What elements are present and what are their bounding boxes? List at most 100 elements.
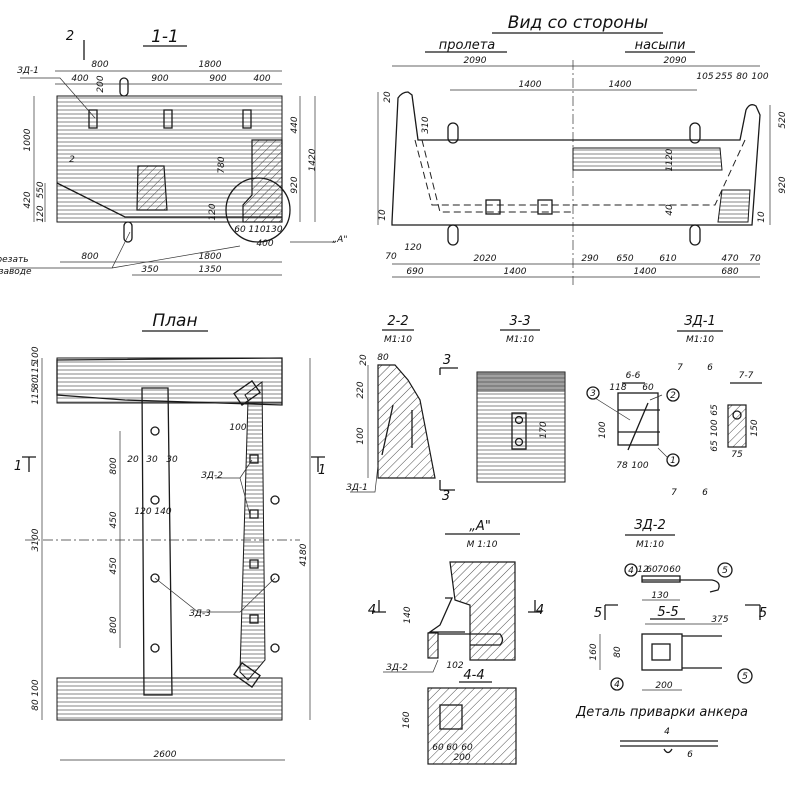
dimension-label: 800 xyxy=(81,252,98,262)
position-marker xyxy=(610,677,624,691)
dimension-label: 140 xyxy=(403,606,413,623)
dimension-label: 80 xyxy=(736,72,748,82)
dimension-label: 80 xyxy=(613,646,623,658)
dimension-label: 60 xyxy=(669,565,681,575)
dimension-label: 2020 xyxy=(474,254,497,264)
zd2-positions-1-label: 5 xyxy=(722,566,728,576)
embedded-part-zd3 xyxy=(150,495,160,505)
top-wall-outline xyxy=(56,357,283,406)
section-1-1-callout-label: ЗД-1 xyxy=(17,66,39,76)
dimension-label: 1420 xyxy=(308,148,318,171)
dimension-label: 70 xyxy=(385,252,397,262)
side-view-left-label-label: пролета xyxy=(439,38,496,53)
dimension-label: 40 xyxy=(665,204,675,216)
plan-cut-left-label: 1 xyxy=(14,459,22,474)
dimension-label: 30 xyxy=(166,455,178,465)
zd1-positions-2-label: 3 xyxy=(590,389,596,399)
dimension-label: 100 xyxy=(31,346,41,363)
lifting-loop xyxy=(119,77,129,97)
dimension-label: 150 xyxy=(750,419,760,436)
dimension-label: 130 xyxy=(265,225,282,235)
cut-marks-1 xyxy=(22,456,325,472)
section-1-1-note-line2-label: на заводе xyxy=(0,267,32,277)
detail-a-callout-label: ЗД-2 xyxy=(386,663,408,673)
hidden-lines-right xyxy=(573,139,746,206)
dimension-label: 310 xyxy=(421,116,431,133)
detail-a-cut-right-label: 4 xyxy=(536,603,544,618)
dimension-label: 520 xyxy=(778,111,788,128)
zd1-view-7-7-label: 7-7 xyxy=(739,371,754,381)
dimension-label: 60 xyxy=(432,743,444,753)
detail-a-profile xyxy=(427,597,465,633)
position-marker xyxy=(586,386,600,400)
embedded-part-zd3 xyxy=(270,573,280,583)
side-view-right-label-label: насыпи xyxy=(635,38,686,53)
embedded-part-zd3 xyxy=(150,573,160,583)
dimension-label: 70 xyxy=(657,565,669,575)
detail-a-scale-label: М 1:10 xyxy=(467,540,498,550)
top-wall xyxy=(56,357,283,404)
dimension-label: 1400 xyxy=(504,267,527,277)
dimension-label: 290 xyxy=(581,254,598,264)
dimension-label: 115 xyxy=(31,361,41,378)
plan-callout-zd3-label: ЗД-3 xyxy=(189,609,211,619)
embedded-part-zd3 xyxy=(150,426,160,436)
dimension-label: 60 xyxy=(234,225,246,235)
plate-6-6 xyxy=(617,392,659,446)
dimension-label: 350 xyxy=(141,265,158,275)
dimension-label: 450 xyxy=(109,557,119,574)
zd2-title-label: ЗД-2 xyxy=(634,518,665,533)
dimension-label: 1120 xyxy=(665,148,675,171)
beam-section xyxy=(136,165,168,211)
lifting-loop xyxy=(447,224,459,246)
zd2-cut-right-label: 5 xyxy=(759,606,767,621)
zd2-positions-3-label: 5 xyxy=(742,672,748,682)
dimension-label: 12 xyxy=(637,565,649,575)
cut-marks-5 xyxy=(604,604,761,620)
anchor-hook xyxy=(438,633,504,646)
lifting-loop xyxy=(689,224,701,246)
section-2-2-scale-label: М1:10 xyxy=(384,335,412,345)
dimension-label: 105 xyxy=(696,72,713,82)
zd2-anchor-weld-title-label: Деталь приварки анкера xyxy=(575,705,748,720)
dimension-lines xyxy=(377,65,771,278)
zd2-detail xyxy=(599,534,761,754)
zd1-view-6-6-label: 6-6 xyxy=(626,371,641,381)
dimension-label: 70 xyxy=(749,254,761,264)
dimension-label: 610 xyxy=(659,254,676,264)
zd1-marks-0-label: 7 xyxy=(677,363,683,373)
section-2-2-cut-top-label: 3 xyxy=(443,353,451,368)
plate-opening xyxy=(651,643,671,661)
position-marker xyxy=(666,453,680,467)
position-marker xyxy=(737,668,753,684)
embedded-part-zd2 xyxy=(249,454,259,464)
dimension-label: 120 xyxy=(208,203,218,220)
stud xyxy=(514,415,524,425)
section-3-3-title-label: 3-3 xyxy=(509,314,530,329)
dimension-label: 100 xyxy=(598,421,608,438)
detail-a-section xyxy=(449,561,516,661)
dimension-label: 30 xyxy=(146,455,158,465)
dimension-label: 800 xyxy=(109,457,119,474)
dimension-lines xyxy=(350,365,379,493)
dimension-label: 170 xyxy=(539,421,549,438)
section-3-3-scale-label: М1:10 xyxy=(506,335,534,345)
zd1-scale-label: М1:10 xyxy=(686,335,714,345)
dimension-label: 60 xyxy=(446,743,458,753)
lifting-loop xyxy=(689,122,701,144)
lifting-loop xyxy=(447,122,459,144)
zd2-positions-2-label: 4 xyxy=(614,680,620,690)
dimension-label: 1400 xyxy=(609,80,632,90)
dimension-label: 420 xyxy=(23,191,33,208)
dimension-label: 100 xyxy=(229,423,246,433)
dimension-label: 200 xyxy=(96,75,106,92)
dimension-label: 6 xyxy=(687,750,693,760)
stud xyxy=(514,437,524,447)
dimension-label: 102 xyxy=(446,661,463,671)
end-wall-section xyxy=(242,139,283,223)
plate-elevation xyxy=(641,575,681,583)
dimension-label: 650 xyxy=(616,254,633,264)
bottom-wall xyxy=(56,677,283,721)
embedded-part-zd1 xyxy=(88,109,98,129)
